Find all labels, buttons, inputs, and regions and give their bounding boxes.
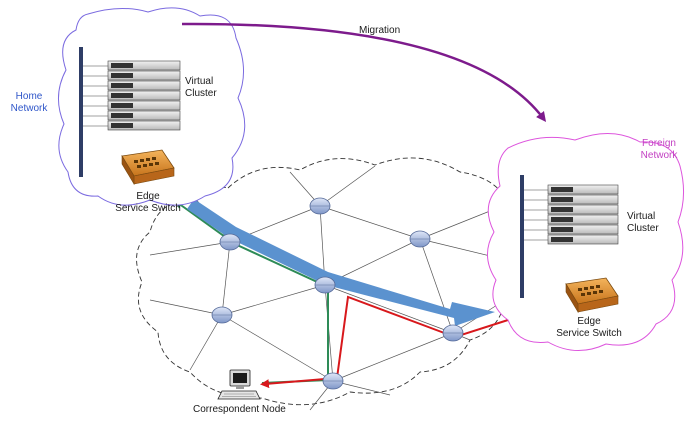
foreign-cluster-label-line1: Virtual [627, 211, 656, 222]
home-network-label-line2: Network [10, 103, 48, 114]
home-cluster-label-line2: Cluster [185, 88, 217, 99]
home-network-label-line1: Home [15, 91, 43, 102]
router-icon [211, 306, 233, 324]
foreign-network-label-line2: Network [640, 150, 678, 161]
migration-arrow [181, 22, 547, 122]
foreign-switch-label: Edge Service Switch [546, 316, 632, 340]
router-icon [322, 372, 344, 390]
desktop-computer-icon [217, 369, 261, 400]
migration-label: Migration [359, 25, 401, 36]
home-switch-label-line2: Service Switch [115, 203, 181, 214]
home-switch-label-line1: Edge [136, 191, 160, 202]
router-icon [309, 197, 331, 215]
foreign-server-rack-icon [520, 175, 619, 298]
foreign-cluster-label-line2: Cluster [627, 223, 659, 234]
foreign-network-label-line1: Foreign [642, 138, 676, 149]
home-cluster-label: Virtual Cluster [185, 76, 217, 100]
red-path [260, 295, 509, 389]
foreign-edge-switch-icon [565, 277, 619, 314]
tunnel-arrow [187, 199, 495, 326]
foreign-network-label: Foreign Network [636, 138, 682, 162]
foreign-switch-label-line1: Edge [577, 316, 601, 327]
correspondent-node-label: Correspondent Node [193, 404, 286, 415]
router-icon [442, 324, 464, 342]
router-icon [314, 276, 336, 294]
home-switch-label: Edge Service Switch [108, 191, 188, 215]
home-edge-switch-icon [121, 149, 175, 186]
home-cluster-label-line1: Virtual [185, 76, 214, 87]
foreign-cluster-label: Virtual Cluster [627, 211, 659, 235]
foreign-switch-label-line2: Service Switch [556, 328, 622, 339]
home-network-label: Home Network [8, 91, 50, 115]
internet-cloud [136, 157, 521, 406]
green-path [174, 200, 329, 384]
home-server-rack-icon [79, 47, 181, 177]
router-icon [409, 230, 431, 248]
router-icon [219, 233, 241, 251]
routers [211, 197, 464, 390]
